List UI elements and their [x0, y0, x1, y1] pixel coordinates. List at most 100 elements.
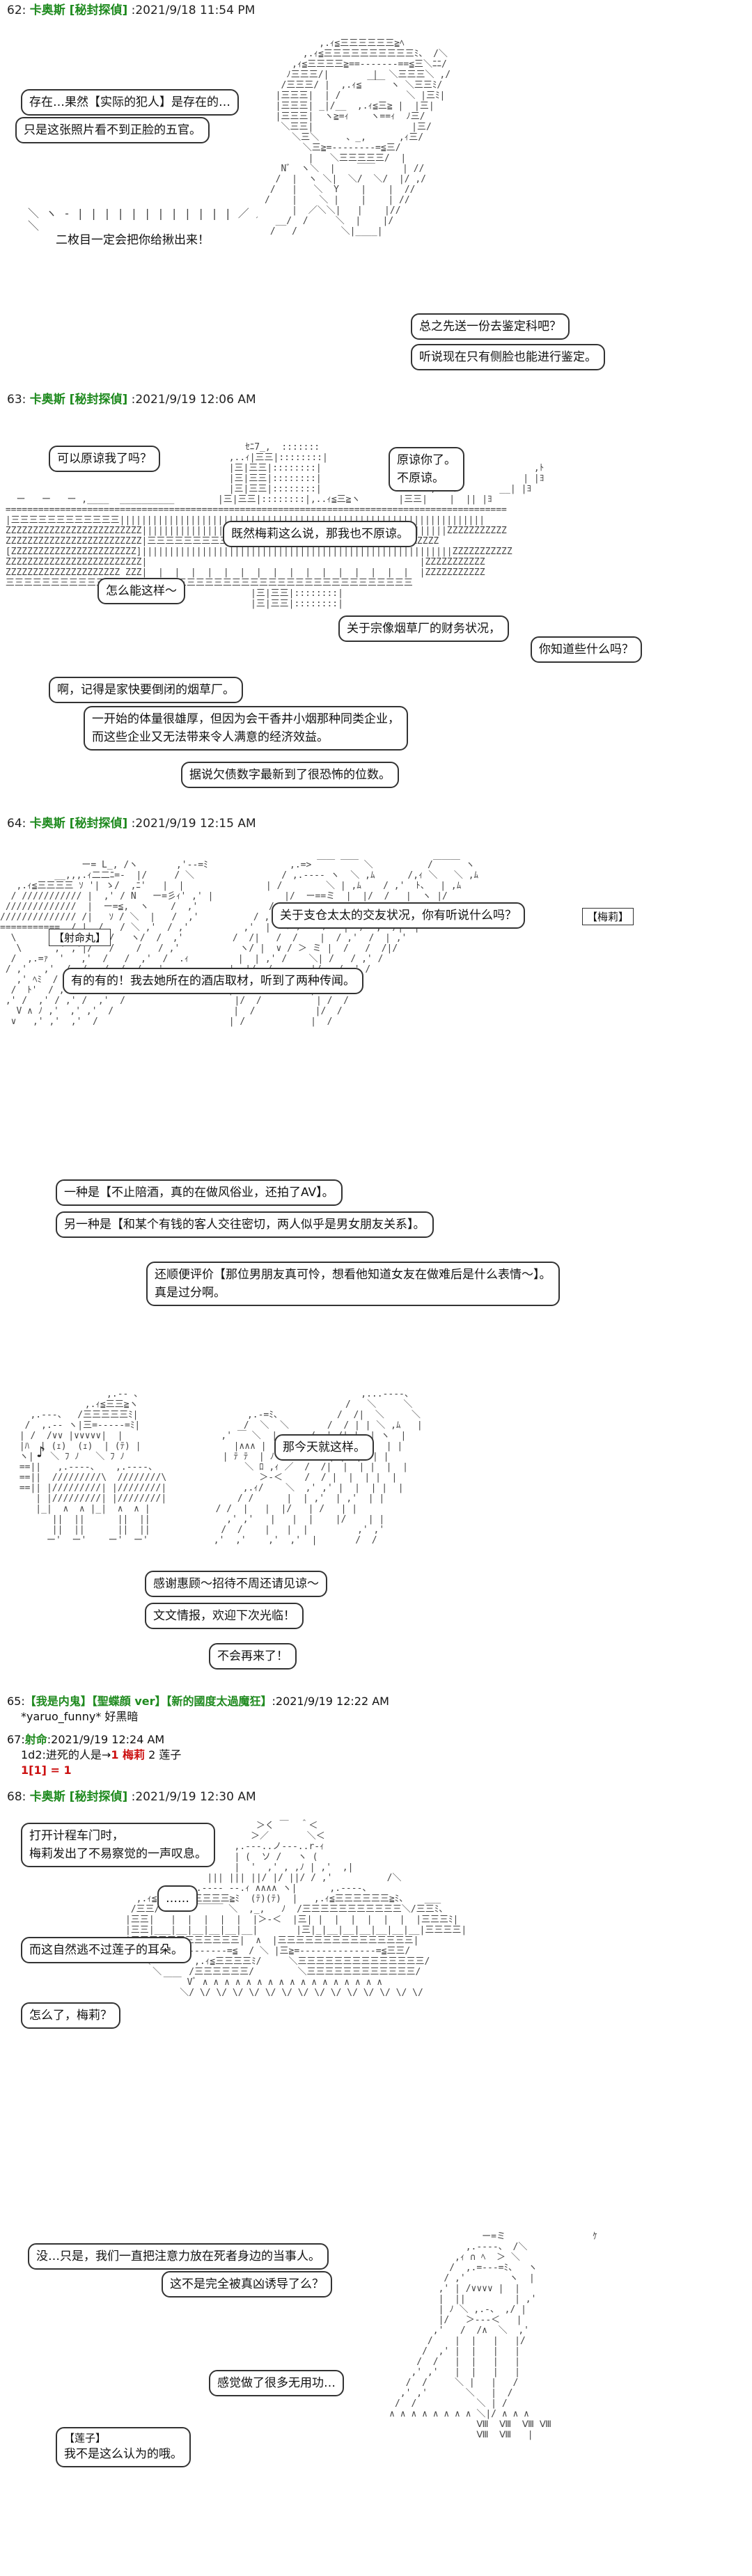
post-header: 62: 卡奥斯 [秘封探偵] :2021/9/18 11:54 PM [7, 3, 255, 18]
speech-bubble: 文文情报，欢迎下次光临！ [145, 1603, 304, 1629]
bubble-text: …… [166, 1892, 189, 1906]
bubble-text: 有的有的！我去她所在的酒店取材，听到了两种传闻。 [71, 974, 355, 988]
bubble-speaker: 【莲子】 [64, 2432, 107, 2444]
burst-lines: ＼ ヽ ‐ | | | | | | | | | | | | ／ ／ ＼ ／ [28, 207, 258, 233]
bubble-text: 不会再来了！ [217, 1649, 288, 1663]
post-date: :2021/9/19 12:22 AM [272, 1695, 389, 1708]
bubble-text: 感谢惠顾～招待不周还请见谅～ [153, 1577, 319, 1591]
post-author[interactable]: 【我是内鬼】【聖蝶顔 ver】【新的國度太過魔狂】 [24, 1695, 272, 1708]
speech-bubble: 没…只是，我们一直把注意力放在死者身边的当事人。 [28, 2243, 329, 2270]
speech-bubble: 据说欠债数字最新到了很恐怖的位数。 [181, 762, 399, 788]
bubble-text: 二枚目一定会把你给揪出来！ [56, 233, 210, 247]
post-number: 65: [7, 1695, 25, 1708]
post-date: :2021/9/19 12:15 AM [131, 817, 256, 831]
speech-bubble: 你知道些什么吗？ [531, 636, 642, 663]
post-author[interactable]: 卡奥斯 [秘封探偵] [29, 1790, 128, 1804]
post-date: :2021/9/19 12:30 AM [131, 1790, 256, 1804]
bubble-text: 关于宗像烟草厂的财务状况， [347, 622, 501, 636]
post-number: 62: [7, 3, 26, 17]
comment-text: *yaruo_funny* 好黑暗 [21, 1710, 139, 1723]
bubble-text: 打开计程车门时， [29, 1829, 124, 1843]
speaker-tag: 【射命丸】 [49, 929, 111, 946]
post-date: :2021/9/19 12:24 AM [47, 1733, 165, 1746]
speech-bubble: 这不是完全被真凶诱导了么？ [162, 2271, 332, 2298]
bubble-text: 据说欠债数字最新到了很恐怖的位数。 [189, 768, 391, 782]
bubble-text: 这不是完全被真凶诱导了么？ [170, 2277, 324, 2291]
ascii-art-figure: ,.ｨ≦三三三三三三≧ﾍ ,.ｨ≦三三三三三三三三三三ﾐ、 /＼ ,ｨ≦三三三三… [265, 38, 451, 237]
speech-bubble: 有的有的！我去她所在的酒店取材，听到了两种传闻。 [63, 968, 363, 994]
roll-text: 1d2:进死的人是→ [21, 1748, 111, 1761]
post-header: 64: 卡奥斯 [秘封探偵] :2021/9/19 12:15 AM [7, 816, 256, 831]
speech-bubble: 原谅你了。 不原谅。 [389, 447, 464, 492]
post-author[interactable]: 卡奥斯 [秘封探偵] [29, 3, 128, 17]
ascii-art-crowd: ,.-‐ 、 ,...-‐‐-、 ,.ｨ≦三三≧ヽ / ＼ ＼ ,.-‐-、 /… [19, 1389, 423, 1546]
bubble-text: 没…只是，我们一直把注意力放在死者身边的当事人。 [36, 2249, 320, 2263]
speaker-tag: 【梅莉】 [582, 908, 634, 925]
bubble-text: 怎么能这样～ [106, 584, 177, 598]
bubble-text: 一种是【不止陪酒，真的在做风俗业，还拍了AV】。 [64, 1186, 334, 1200]
speech-bubble: 存在…果然【实际的犯人】是存在的… [21, 89, 239, 116]
speech-bubble: 打开计程车门时， 梅莉发出了不易察觉的一声叹息。 [21, 1823, 215, 1867]
speech-bubble: 关于支仓太太的交友状况，你有听说什么吗？ [272, 902, 525, 929]
bubble-text: 一开始的体量很雄厚，但因为会干香井小烟那种同类企业， [92, 712, 400, 726]
speech-bubble: 【莲子】 我不是这么认为的哦。 [56, 2427, 191, 2467]
post-author[interactable]: 卡奥斯 [秘封探偵] [29, 817, 128, 831]
dice-roll-line: 1d2:进死的人是→1 梅莉 2 莲子 [21, 1748, 181, 1763]
speech-bubble: 总之先送一份去鉴定科吧？ [411, 313, 570, 340]
comment-65: 65:【我是内鬼】【聖蝶顔 ver】【新的國度太過魔狂】:2021/9/19 1… [7, 1694, 389, 1709]
speech-bubble: 怎么能这样～ [97, 578, 185, 604]
bubble-text: 听说现在只有侧脸也能进行鉴定。 [419, 350, 597, 364]
roll-total: 1[1] = 1 [21, 1764, 72, 1777]
speech-bubble: 另一种是【和某个有钱的客人交往密切，两人似乎是男女朋友关系】。 [56, 1211, 434, 1238]
speech-bubble: 怎么了，梅莉？ [21, 2002, 120, 2029]
bubble-text: 怎么了，梅莉？ [29, 2009, 112, 2023]
bubble-text: 那今天就这样。 [283, 1440, 366, 1454]
post-number: 67: [7, 1733, 25, 1746]
bubble-text: 我不是这么认为的哦。 [64, 2447, 182, 2461]
dice-roll-result: 1[1] = 1 [21, 1763, 72, 1778]
bubble-text: 文文情报，欢迎下次光临！ [153, 1609, 295, 1623]
roll-text: 2 莲子 [145, 1748, 182, 1761]
bubble-text: 不原谅。 [397, 471, 444, 485]
speech-bubble: 还顺便评价【那位男朋友真可怜，想看他知道女友在做难后是什么表情～】。 真是过分啊… [146, 1262, 560, 1306]
speech-bubble: 只是这张照片看不到正脸的五官。 [15, 117, 210, 143]
speech-bubble: 一开始的体量很雄厚，但因为会干香井小烟那种同类企业， 而这些企业又无法带来令人满… [84, 706, 408, 751]
speech-bubble: 不会再来了！ [209, 1643, 297, 1670]
speech-bubble: …… [157, 1885, 198, 1912]
speech-bubble: 啊，记得是家快要倒闭的烟草厂。 [49, 677, 243, 703]
speech-bubble: 那今天就这样。 [274, 1434, 374, 1461]
bubble-text: 关于支仓太太的交友状况，你有听说什么吗？ [280, 909, 517, 922]
post-number: 64: [7, 817, 26, 831]
post-header: 63: 卡奥斯 [秘封探偵] :2021/9/19 12:06 AM [7, 392, 256, 407]
bubble-text: 真是过分啊。 [155, 1286, 226, 1300]
comment-67: 67:射命:2021/9/19 12:24 AM [7, 1732, 164, 1748]
post-number: 68: [7, 1790, 26, 1804]
bubble-text: 原谅你了。 [397, 453, 456, 467]
post-author[interactable]: 卡奥斯 [秘封探偵] [29, 393, 128, 407]
ascii-art-seated-figure: ー=ミ ｹ ,.-‐‐-、 /＼ ,ｨ ∩ ﾍ ＞ ＼ / ,.=-‐-=ﾐ、 … [389, 2231, 597, 2440]
bubble-text: 可以原谅我了吗？ [57, 452, 152, 466]
speech-bubble: 一种是【不止陪酒，真的在做风俗业，还拍了AV】。 [56, 1179, 343, 1206]
bubble-text: 另一种是【和某个有钱的客人交往密切，两人似乎是男女朋友关系】。 [64, 1218, 425, 1232]
speech-bubble: 而这自然逃不过莲子的耳朵。 [21, 1937, 191, 1963]
post-date: :2021/9/18 11:54 PM [131, 3, 256, 17]
post-number: 63: [7, 393, 26, 407]
bubble-text: 啊，记得是家快要倒闭的烟草厂。 [57, 683, 235, 697]
post-header: 68: 卡奥斯 [秘封探偵] :2021/9/19 12:30 AM [7, 1789, 256, 1805]
music-note-icon: ♪ [36, 1444, 46, 1461]
post-date: :2021/9/19 12:06 AM [131, 393, 256, 407]
bubble-text: 而这些企业又无法带来令人满意的经济效益。 [92, 730, 329, 744]
bubble-text: 既然梅莉这么说，那我也不原谅。 [231, 527, 409, 541]
speech-bubble: 既然梅莉这么说，那我也不原谅。 [223, 521, 417, 547]
speech-bubble: 听说现在只有侧脸也能进行鉴定。 [411, 344, 605, 370]
bubble-text: 还顺便评价【那位男朋友真可怜，想看他知道女友在做难后是什么表情～】。 [155, 1268, 551, 1282]
post-author[interactable]: 射命 [24, 1733, 47, 1746]
speech-bubble: 感觉做了很多无用功… [209, 2370, 344, 2396]
bubble-text: 而这自然逃不过莲子的耳朵。 [29, 1943, 183, 1957]
bubble-text: 存在…果然【实际的犯人】是存在的… [29, 95, 230, 109]
speech-bubble: 可以原谅我了吗？ [49, 446, 160, 472]
bubble-text: 感觉做了很多无用功… [217, 2376, 336, 2390]
ascii-art-taxi-scene: ＞く ￣ ＾＜ ＞／ ＼＜ ,.-‐-..ノ‐‐-..r-ｨ | ( ソ / ヽ… [125, 1821, 467, 1998]
shout-text: 二枚目一定会把你给揪出来！ [49, 228, 217, 252]
bubble-text: 梅莉发出了不易察觉的一声叹息。 [29, 1847, 207, 1861]
